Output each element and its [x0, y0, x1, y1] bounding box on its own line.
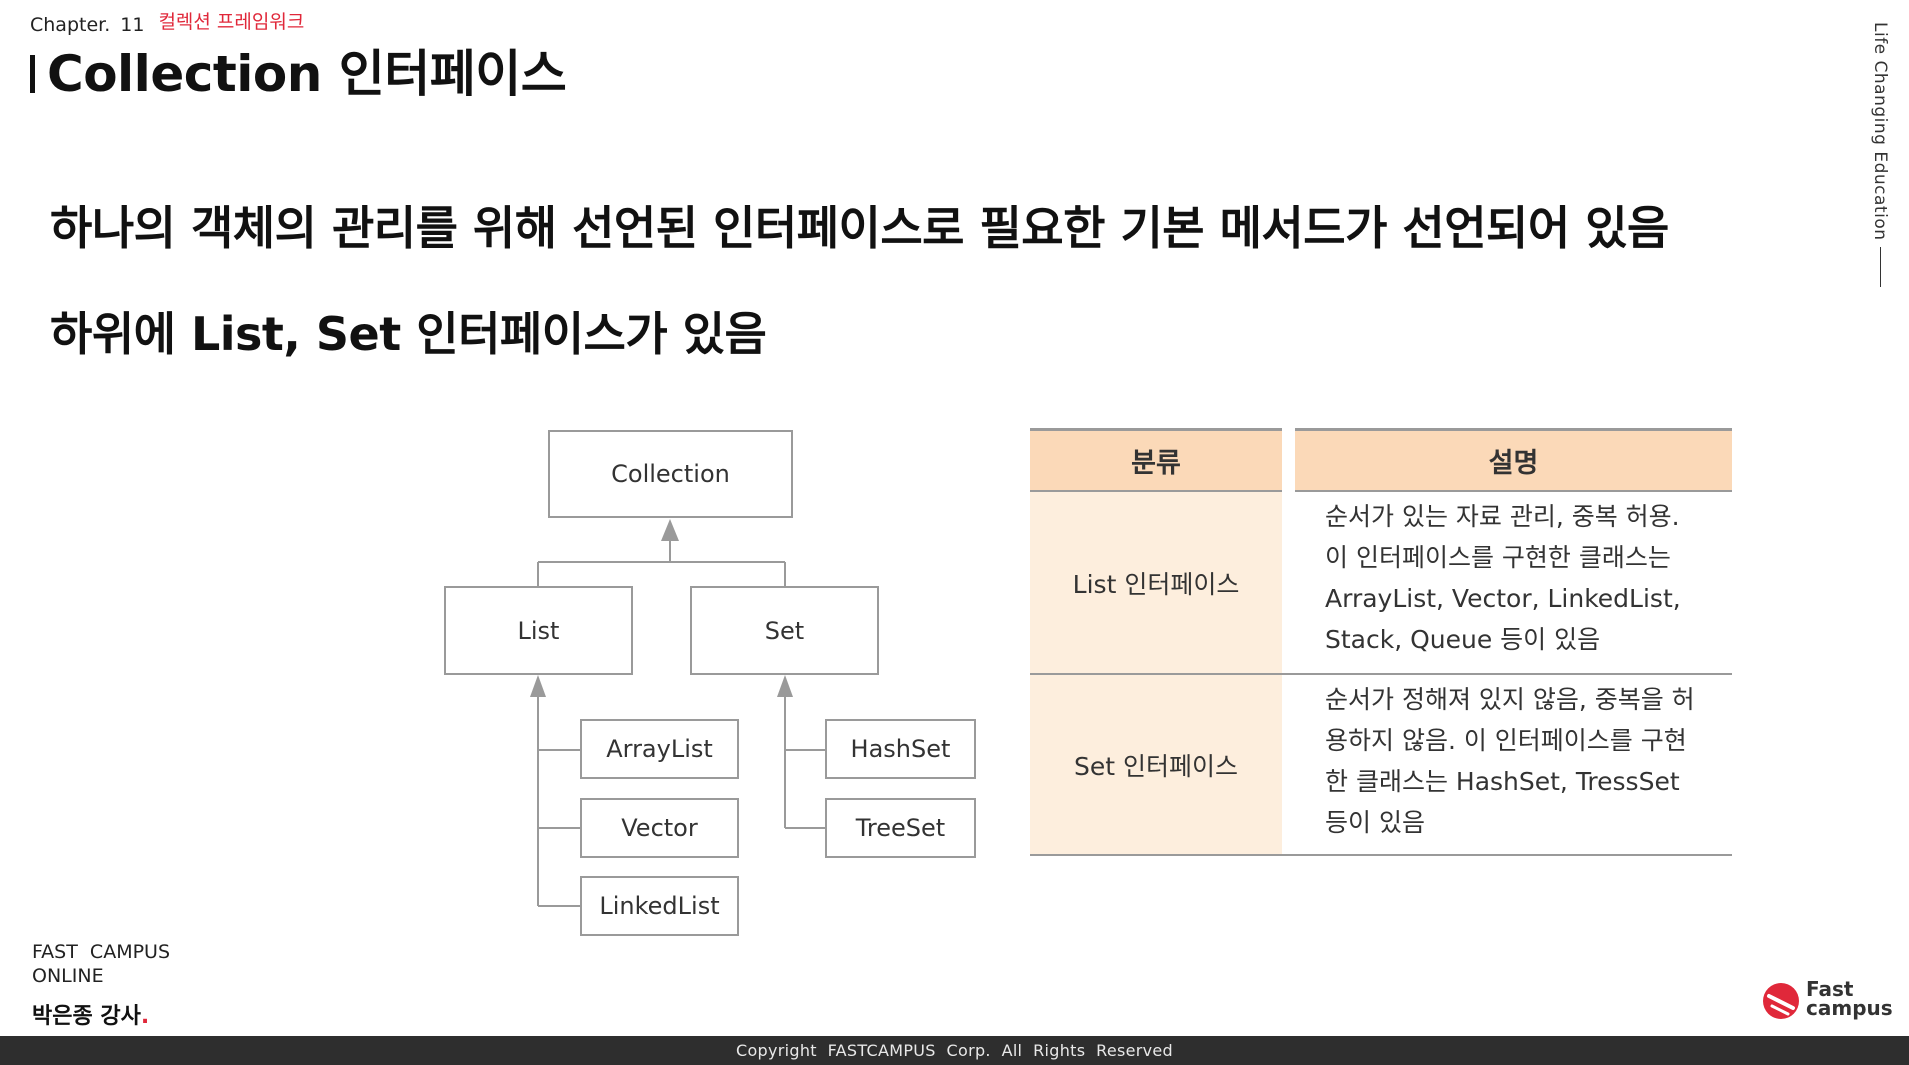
brand-text: FAST CAMPUS ONLINE [32, 940, 170, 988]
page-title: Collection 인터페이스 [30, 34, 567, 106]
node-hashset: HashSet [825, 719, 976, 779]
fastcampus-logo: Fast campus [1762, 977, 1893, 1022]
instructor-text: 박은종 강사 [32, 1004, 141, 1029]
desc-line: 한 클래스는 HashSet, TressSet [1325, 767, 1680, 796]
interface-table: 분류 설명 List 인터페이스 순서가 있는 자료 관리, 중복 허용. 이 … [1030, 428, 1732, 856]
page-title-text: Collection 인터페이스 [47, 45, 567, 103]
instructor-name: 박은종 강사. [32, 998, 149, 1030]
table-row-divider [1030, 673, 1732, 675]
desc-line: Stack, Queue 등이 있음 [1325, 625, 1601, 654]
copyright-text: Copyright FASTCAMPUS Corp. All Rights Re… [735, 1041, 1173, 1060]
chapter-indicator: Chapter. 11 컬렉션 프레임워크 [30, 10, 304, 37]
desc-line: 이 인터페이스를 구현한 클래스는 [1325, 543, 1671, 572]
table-header-category: 분류 [1030, 428, 1282, 492]
chapter-number: 11 [120, 14, 145, 36]
node-linkedlist: LinkedList [580, 876, 739, 936]
chapter-label: Chapter. [30, 14, 111, 36]
node-vector: Vector [580, 798, 739, 858]
table-row-list-category: List 인터페이스 [1030, 492, 1282, 673]
table-row-list-description: 순서가 있는 자료 관리, 중복 허용. 이 인터페이스를 구현한 클래스는 A… [1295, 492, 1732, 673]
table-bottom-border [1030, 854, 1732, 856]
chapter-title: 컬렉션 프레임워크 [158, 11, 305, 33]
logo-line-1: Fast [1806, 977, 1854, 1001]
instructor-dot: . [140, 1004, 150, 1029]
node-arraylist: ArrayList [580, 719, 739, 779]
table-row-set-category: Set 인터페이스 [1030, 675, 1282, 854]
desc-line: 순서가 정해져 있지 않음, 중복을 허 [1325, 685, 1695, 714]
side-divider [1880, 247, 1881, 287]
node-list: List [444, 586, 633, 675]
copyright-bar: Copyright FASTCAMPUS Corp. All Rights Re… [0, 1036, 1909, 1065]
title-bar-icon [30, 55, 35, 93]
desc-line: ArrayList, Vector, LinkedList, [1325, 584, 1681, 613]
side-tagline: Life Changing Education [1870, 22, 1890, 241]
logo-line-2: campus [1806, 996, 1893, 1020]
logo-wordmark: Fast campus [1806, 977, 1893, 1020]
brand-line-1: FAST CAMPUS [32, 941, 171, 963]
table-header-description: 설명 [1295, 428, 1732, 492]
bullet-text-1: 하나의 객체의 관리를 위해 선언된 인터페이스로 필요한 기본 메서드가 선언… [50, 201, 1669, 255]
desc-line: 순서가 있는 자료 관리, 중복 허용. [1325, 502, 1680, 531]
brand-line-2: ONLINE [32, 965, 104, 987]
bullet-text-2: 하위에 List, Set 인터페이스가 있음 [50, 307, 767, 361]
node-set: Set [690, 586, 879, 675]
desc-line: 등이 있음 [1325, 808, 1425, 837]
node-collection: Collection [548, 430, 793, 518]
node-treeset: TreeSet [825, 798, 976, 858]
table-row-set-description: 순서가 정해져 있지 않음, 중복을 허 용하지 않음. 이 인터페이스를 구현… [1295, 675, 1732, 854]
desc-line: 용하지 않음. 이 인터페이스를 구현 [1325, 726, 1687, 755]
fastcampus-logo-icon [1763, 983, 1799, 1019]
